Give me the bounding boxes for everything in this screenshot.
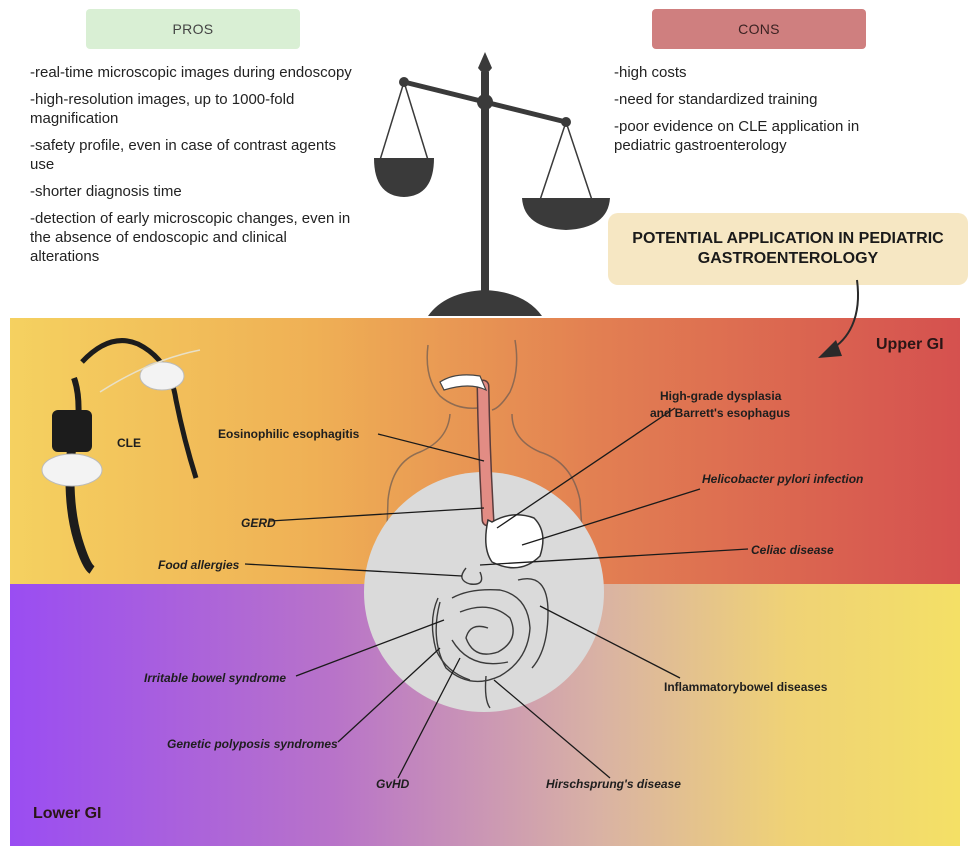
- leader-lines: [244, 407, 749, 779]
- cons-header: CONS: [652, 9, 866, 49]
- polyposis-label: Genetic polyposis syndromes: [167, 737, 338, 751]
- cons-item: -poor evidence on CLE application in ped…: [614, 118, 860, 154]
- celiac-label: Celiac disease: [751, 543, 834, 557]
- eosinophilic-esophagitis-label: Eosinophilic esophagitis: [218, 427, 360, 441]
- balance-scale-icon: [374, 52, 610, 316]
- cons-list: -high costs -need for standardized train…: [614, 63, 914, 163]
- cons-item: -need for standardized training: [614, 91, 818, 108]
- pros-header: PROS: [86, 9, 300, 49]
- upper-gi-label: Upper GI: [876, 336, 944, 353]
- pros-item: -real-time microscopic images during end…: [30, 64, 352, 81]
- endoscope-icon: [41, 338, 201, 574]
- gerd-label: GERD: [241, 516, 276, 530]
- pros-list: -real-time microscopic images during end…: [30, 63, 360, 274]
- ibd-label: Inflammatorybowel diseases: [664, 680, 828, 694]
- esophagus-icon: [478, 381, 493, 525]
- dysplasia-label-line2: and Barrett's esophagus: [650, 406, 791, 420]
- ibs-label: Irritable bowel syndrome: [144, 671, 287, 685]
- dysplasia-label-line1: High-grade dysplasia: [660, 389, 782, 403]
- hirschsprung-label: Hirschsprung's disease: [546, 777, 681, 791]
- curved-arrow-icon: [829, 279, 859, 351]
- pros-item: -high-resolution images, up to 1000-fold…: [30, 91, 295, 127]
- lower-gi-label: Lower GI: [33, 805, 102, 822]
- food-allergies-label: Food allergies: [158, 558, 240, 572]
- cle-label: CLE: [117, 436, 141, 450]
- gvhd-label: GvHD: [376, 777, 410, 791]
- potential-application-box: POTENTIAL APPLICATION IN PEDIATRIC GASTR…: [608, 213, 968, 285]
- pros-item: -safety profile, even in case of contras…: [30, 137, 336, 173]
- arrow-head-icon: [818, 340, 842, 358]
- abdomen-circle: [364, 472, 604, 712]
- pros-item: -shorter diagnosis time: [30, 183, 182, 200]
- body-silhouette-icon: [385, 339, 585, 561]
- intestine-icon: [431, 567, 549, 709]
- cons-item: -high costs: [614, 64, 687, 81]
- pros-item: -detection of early microscopic changes,…: [30, 210, 351, 265]
- hpylori-label: Helicobacter pylori infection: [702, 472, 864, 486]
